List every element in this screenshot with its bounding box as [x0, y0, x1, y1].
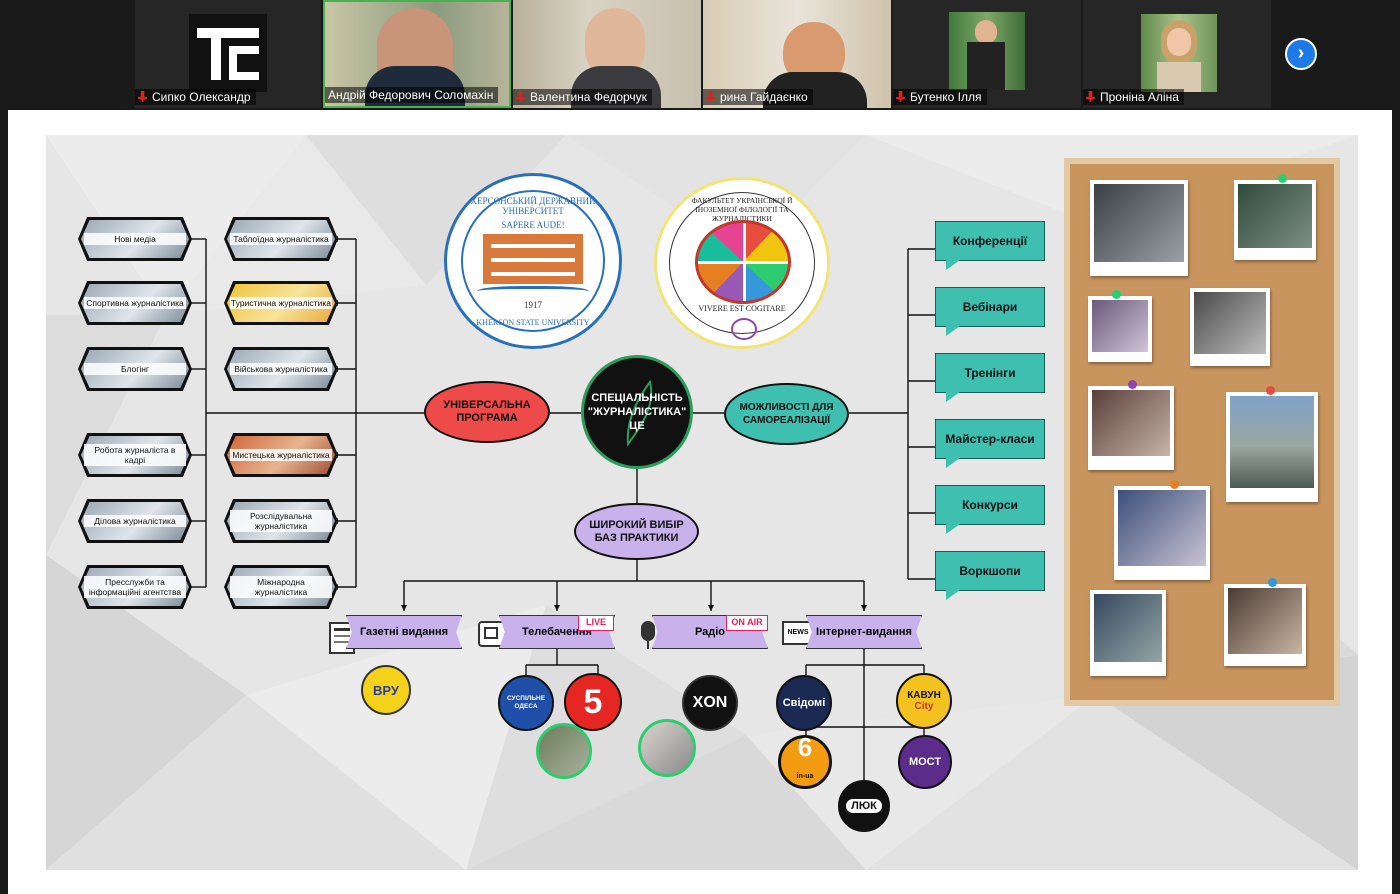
kherson-university-logo: ХЕРСОНСЬКИЙ ДЕРЖАВНИЙ УНІВЕРСИТЕТ SAPERE… [444, 173, 622, 349]
participant-tile[interactable]: Проніна Аліна [1083, 0, 1271, 108]
topic-art-journalism: Мистецька журналістика [224, 433, 338, 477]
photo-students-5 [1088, 386, 1174, 470]
opportunity-conferences: Конференції [935, 221, 1045, 261]
participant-tile[interactable]: Бутенко Ілля [893, 0, 1081, 108]
mic-muted-icon [1086, 91, 1095, 102]
channel-5-logo: 5 [564, 673, 622, 731]
opportunity-webinars: Вебінари [935, 287, 1045, 327]
photo-cork-board [1064, 158, 1340, 706]
topic-press-services: Пресслужби та інформаційні агентства [78, 565, 192, 609]
university-building-icon [483, 234, 583, 284]
svidomi-logo: Свідомі [776, 675, 832, 731]
shared-screen: Нові медіа Спортивна журналістика Блогін… [8, 110, 1392, 894]
participant-name: Андрій Федорович Соломахін [328, 88, 493, 102]
participant-tile[interactable]: рина Гайдаєнко [703, 0, 891, 108]
media-newspapers: Газетні видання [346, 615, 462, 649]
photo-students-2 [1234, 180, 1316, 260]
participant-tile[interactable]: Валентина Федорчук [513, 0, 701, 108]
topic-sports-journalism: Спортивна журналістика [78, 281, 192, 325]
journalism-center-node: СПЕЦІАЛЬНІСТЬ"ЖУРНАЛІСТИКА"ЦЕ [581, 355, 693, 469]
vru-logo: ВРУ [361, 665, 411, 715]
participant-photo [1141, 14, 1217, 92]
media-internet: Інтернет-видання [806, 615, 922, 649]
faculty-logo: ФАКУЛЬТЕТ УКРАЇНСЬКОЇ Й ІНОЗЕМНОЇ ФІЛОЛО… [654, 177, 830, 349]
participant-name: Проніна Аліна [1100, 90, 1179, 104]
photo-students-4 [1190, 288, 1270, 366]
participant-tile[interactable]: Сипко Олександр [135, 0, 321, 108]
topic-travel-journalism: Туристична журналістика [224, 281, 338, 325]
chevron-right-icon: › [1298, 42, 1305, 64]
colorful-globe-icon [695, 220, 791, 304]
pushpin-icon [1112, 290, 1121, 299]
mic-muted-icon [896, 91, 905, 102]
topic-international-journalism: Міжнародна журналістика [224, 565, 338, 609]
participant-photo [949, 12, 1025, 90]
on-air-badge: ON AIR [726, 615, 768, 631]
slide: Нові медіа Спортивна журналістика Блогін… [46, 135, 1358, 870]
participant-name: Сипко Олександр [152, 90, 251, 104]
photo-students-3 [1088, 296, 1152, 362]
photo-students-8 [1090, 590, 1166, 676]
pushpin-icon [1278, 174, 1287, 183]
most-logo: МОСТ [898, 735, 952, 789]
lyuk-logo: ЛЮК [838, 780, 890, 832]
pushpin-icon [1268, 578, 1277, 587]
pushpin-icon [1128, 380, 1137, 389]
pushpin-icon [1266, 386, 1275, 395]
participants-bar: Сипко Олександр Андрій Федорович Соломах… [0, 0, 1400, 108]
next-page-button[interactable]: › [1285, 38, 1317, 70]
topic-military-journalism: Військова журналістика [224, 347, 338, 391]
photo-students-7 [1114, 486, 1210, 580]
mic-muted-icon [516, 91, 525, 102]
opportunity-workshops: Воркшопи [935, 551, 1045, 591]
topic-new-media: Нові медіа [78, 217, 192, 261]
live-badge: LIVE [578, 615, 614, 631]
photo-students-1 [1090, 180, 1188, 276]
topic-investigative-journalism: Розслідувальна журналістика [224, 499, 338, 543]
topic-blogging: Блогінг [78, 347, 192, 391]
participant-tile-active[interactable]: Андрій Федорович Соломахін [323, 0, 511, 108]
opportunity-masterclasses: Майстер-класи [935, 419, 1045, 459]
participant-name: Валентина Федорчук [530, 90, 647, 104]
tv-photo [536, 723, 592, 779]
photo-students-6 [1226, 392, 1318, 502]
opportunity-contests: Конкурси [935, 485, 1045, 525]
photo-students-9 [1224, 584, 1306, 666]
topic-on-camera: Робота журналіста в кадрі [78, 433, 192, 477]
faculty-emblem-icon [731, 318, 757, 340]
topic-business-journalism: Ділова журналістика [78, 499, 192, 543]
xon-logo: XON [682, 675, 738, 731]
mic-muted-icon [706, 91, 715, 102]
participant-name: рина Гайдаєнко [720, 90, 808, 104]
mic-muted-icon [138, 91, 147, 102]
te-logo [189, 14, 267, 92]
pushpin-icon [1170, 480, 1179, 489]
topic-tabloid-journalism: Таблоїдна журналістика [224, 217, 338, 261]
radio-photo [638, 719, 696, 777]
participant-name: Бутенко Ілля [910, 90, 982, 104]
opportunity-trainings: Тренінги [935, 353, 1045, 393]
